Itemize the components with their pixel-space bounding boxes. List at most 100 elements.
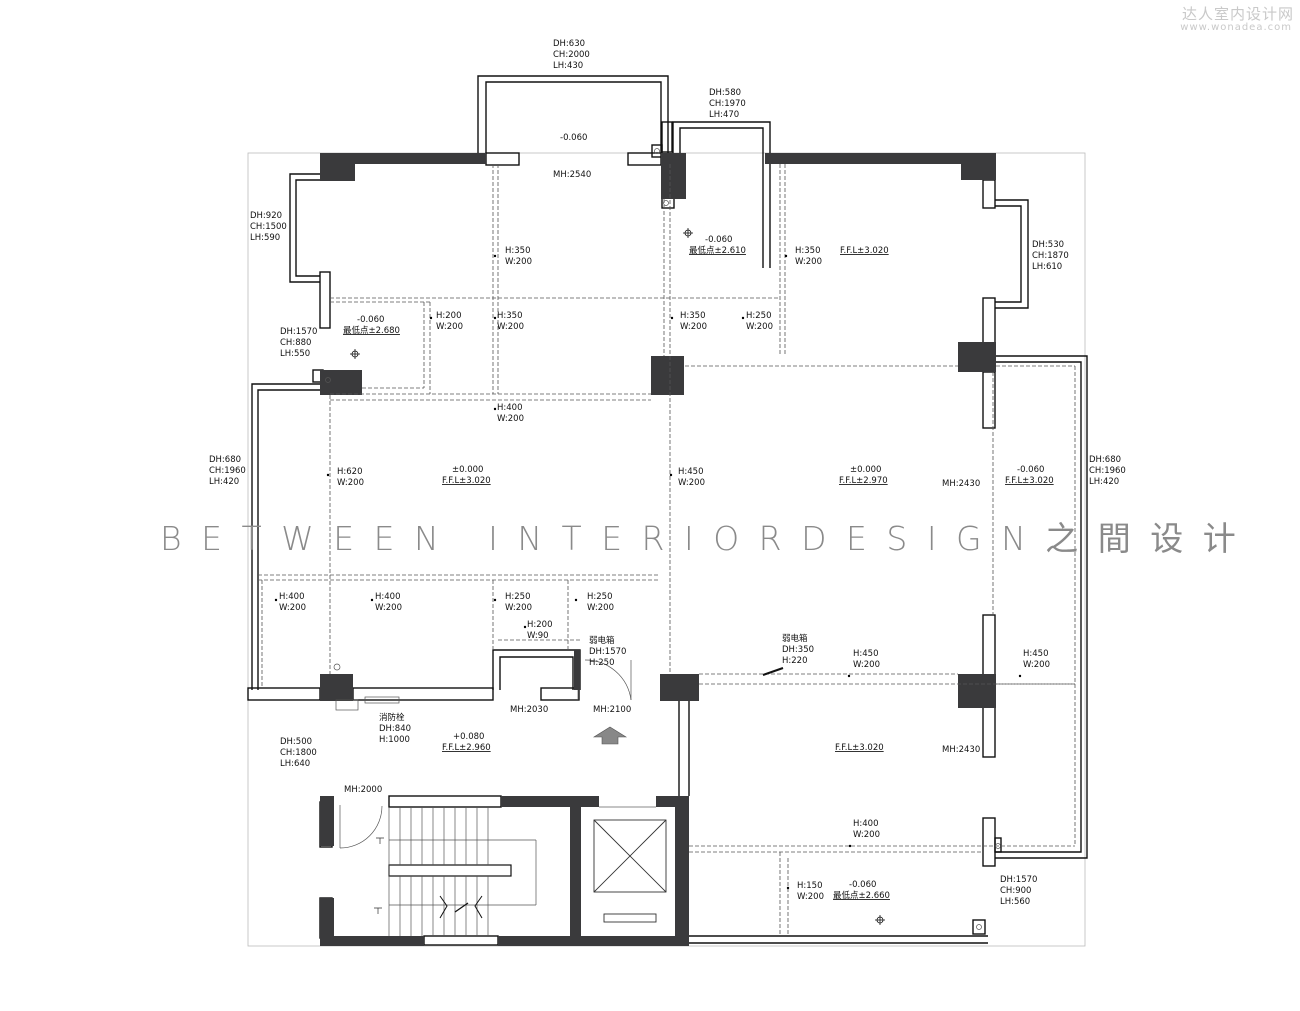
columns xyxy=(320,153,996,946)
mh-label: MH:2540 xyxy=(553,170,591,180)
svg-text:DH:680: DH:680 xyxy=(1089,455,1121,465)
svg-text:H:250: H:250 xyxy=(589,658,614,668)
svg-text:LH:590: LH:590 xyxy=(250,233,280,243)
east-upper-window-label: DH:530 CH:1870 LH:610 xyxy=(1032,240,1069,272)
svg-text:最低点±2.680: 最低点±2.680 xyxy=(343,325,400,336)
svg-text:H:450: H:450 xyxy=(678,467,703,477)
svg-text:W:200: W:200 xyxy=(497,322,524,332)
svg-text:最低点±2.610: 最低点±2.610 xyxy=(689,245,746,256)
level-se: -0.060 最低点±2.660 xyxy=(833,880,890,901)
west-lower-window-label: DH:500 CH:1800 LH:640 xyxy=(280,737,317,769)
svg-text:LH:420: LH:420 xyxy=(1089,477,1119,487)
walls xyxy=(247,75,1088,946)
se-window-label: DH:1570 CH:900 LH:560 xyxy=(1000,875,1037,907)
svg-text:CH:1800: CH:1800 xyxy=(280,748,317,758)
svg-text:H:350: H:350 xyxy=(497,311,522,321)
weak-current-box-label: 弱电箱 DH:1570 H:250 xyxy=(589,635,626,668)
svg-text:DH:1570: DH:1570 xyxy=(280,327,317,337)
mh-label: MH:2000 xyxy=(344,785,382,795)
level-ne: -0.060 最低点±2.610 xyxy=(689,235,746,256)
svg-text:F.F.L±3.020: F.F.L±3.020 xyxy=(442,476,491,486)
svg-text:H:350: H:350 xyxy=(795,246,820,256)
svg-text:LH:470: LH:470 xyxy=(709,110,739,120)
svg-text:CH:900: CH:900 xyxy=(1000,886,1031,896)
west-mid-window-label: DH:1570 CH:880 LH:550 xyxy=(280,327,317,359)
level-nw: -0.060 最低点±2.680 xyxy=(343,315,400,336)
fire-hydrant-label: 消防栓 DH:840 H:1000 xyxy=(379,712,411,745)
svg-text:W:200: W:200 xyxy=(505,603,532,613)
svg-text:W:200: W:200 xyxy=(279,603,306,613)
level-center-right: ±0.000 F.F.L±2.970 xyxy=(839,465,888,486)
svg-text:LH:550: LH:550 xyxy=(280,349,310,359)
svg-text:H:200: H:200 xyxy=(436,311,461,321)
level-east-strip: -0.060 F.F.L±3.020 xyxy=(1005,465,1054,486)
svg-text:W:200: W:200 xyxy=(375,603,402,613)
site-url-watermark: www.wonadea.com xyxy=(1180,22,1292,33)
svg-text:W:200: W:200 xyxy=(797,892,824,902)
weak-current-box-label-2: 弱电箱 DH:350 H:220 xyxy=(782,633,814,666)
svg-text:CH:880: CH:880 xyxy=(280,338,311,348)
svg-text:CH:1500: CH:1500 xyxy=(250,222,287,232)
svg-text:DH:630: DH:630 xyxy=(553,39,585,49)
svg-text:DH:530: DH:530 xyxy=(1032,240,1064,250)
svg-text:弱电箱: 弱电箱 xyxy=(782,633,808,644)
svg-text:H:150: H:150 xyxy=(797,881,822,891)
svg-text:F.F.L±2.970: F.F.L±2.970 xyxy=(839,476,888,486)
staircase xyxy=(388,807,537,936)
svg-text:W:200: W:200 xyxy=(678,478,705,488)
svg-text:CH:1960: CH:1960 xyxy=(209,466,246,476)
svg-text:±0.000: ±0.000 xyxy=(850,465,881,475)
svg-text:-0.060: -0.060 xyxy=(705,235,732,245)
svg-text:H:400: H:400 xyxy=(375,592,400,602)
svg-text:DH:580: DH:580 xyxy=(709,88,741,98)
svg-text:LH:420: LH:420 xyxy=(209,477,239,487)
svg-text:CH:2000: CH:2000 xyxy=(553,50,590,60)
level-center-left: ±0.000 F.F.L±3.020 xyxy=(442,465,491,486)
svg-text:CH:1960: CH:1960 xyxy=(1089,466,1126,476)
svg-text:消防栓: 消防栓 xyxy=(379,712,405,723)
beam-lines xyxy=(258,164,1076,936)
svg-text:LH:640: LH:640 xyxy=(280,759,310,769)
svg-text:-0.060: -0.060 xyxy=(357,315,384,325)
svg-text:H:400: H:400 xyxy=(853,819,878,829)
svg-text:-0.060: -0.060 xyxy=(1017,465,1044,475)
svg-text:H:450: H:450 xyxy=(1023,649,1048,659)
elevator xyxy=(593,806,667,923)
svg-text:F.F.L±3.020: F.F.L±3.020 xyxy=(1005,476,1054,486)
svg-text:LH:430: LH:430 xyxy=(553,61,583,71)
svg-text:W:200: W:200 xyxy=(587,603,614,613)
svg-text:W:200: W:200 xyxy=(746,322,773,332)
svg-text:W:200: W:200 xyxy=(680,322,707,332)
svg-text:DH:1570: DH:1570 xyxy=(1000,875,1037,885)
svg-text:W:200: W:200 xyxy=(505,257,532,267)
svg-text:H:400: H:400 xyxy=(279,592,304,602)
svg-text:H:250: H:250 xyxy=(746,311,771,321)
svg-text:W:200: W:200 xyxy=(853,830,880,840)
svg-text:DH:920: DH:920 xyxy=(250,211,282,221)
svg-text:H:400: H:400 xyxy=(497,403,522,413)
svg-text:DH:840: DH:840 xyxy=(379,724,411,734)
mh-label: MH:2030 xyxy=(510,705,548,715)
ne-window-label: DH:580 CH:1970 LH:470 xyxy=(709,88,746,120)
svg-text:W:200: W:200 xyxy=(436,322,463,332)
doors xyxy=(325,148,1001,930)
svg-text:H:350: H:350 xyxy=(505,246,530,256)
svg-text:LH:610: LH:610 xyxy=(1032,262,1062,272)
svg-text:W:90: W:90 xyxy=(527,631,549,641)
west-main-window-label: DH:680 CH:1960 LH:420 xyxy=(209,455,246,487)
stair-marks xyxy=(374,837,384,914)
svg-text:W:200: W:200 xyxy=(1023,660,1050,670)
mh-label: MH:2100 xyxy=(593,705,631,715)
